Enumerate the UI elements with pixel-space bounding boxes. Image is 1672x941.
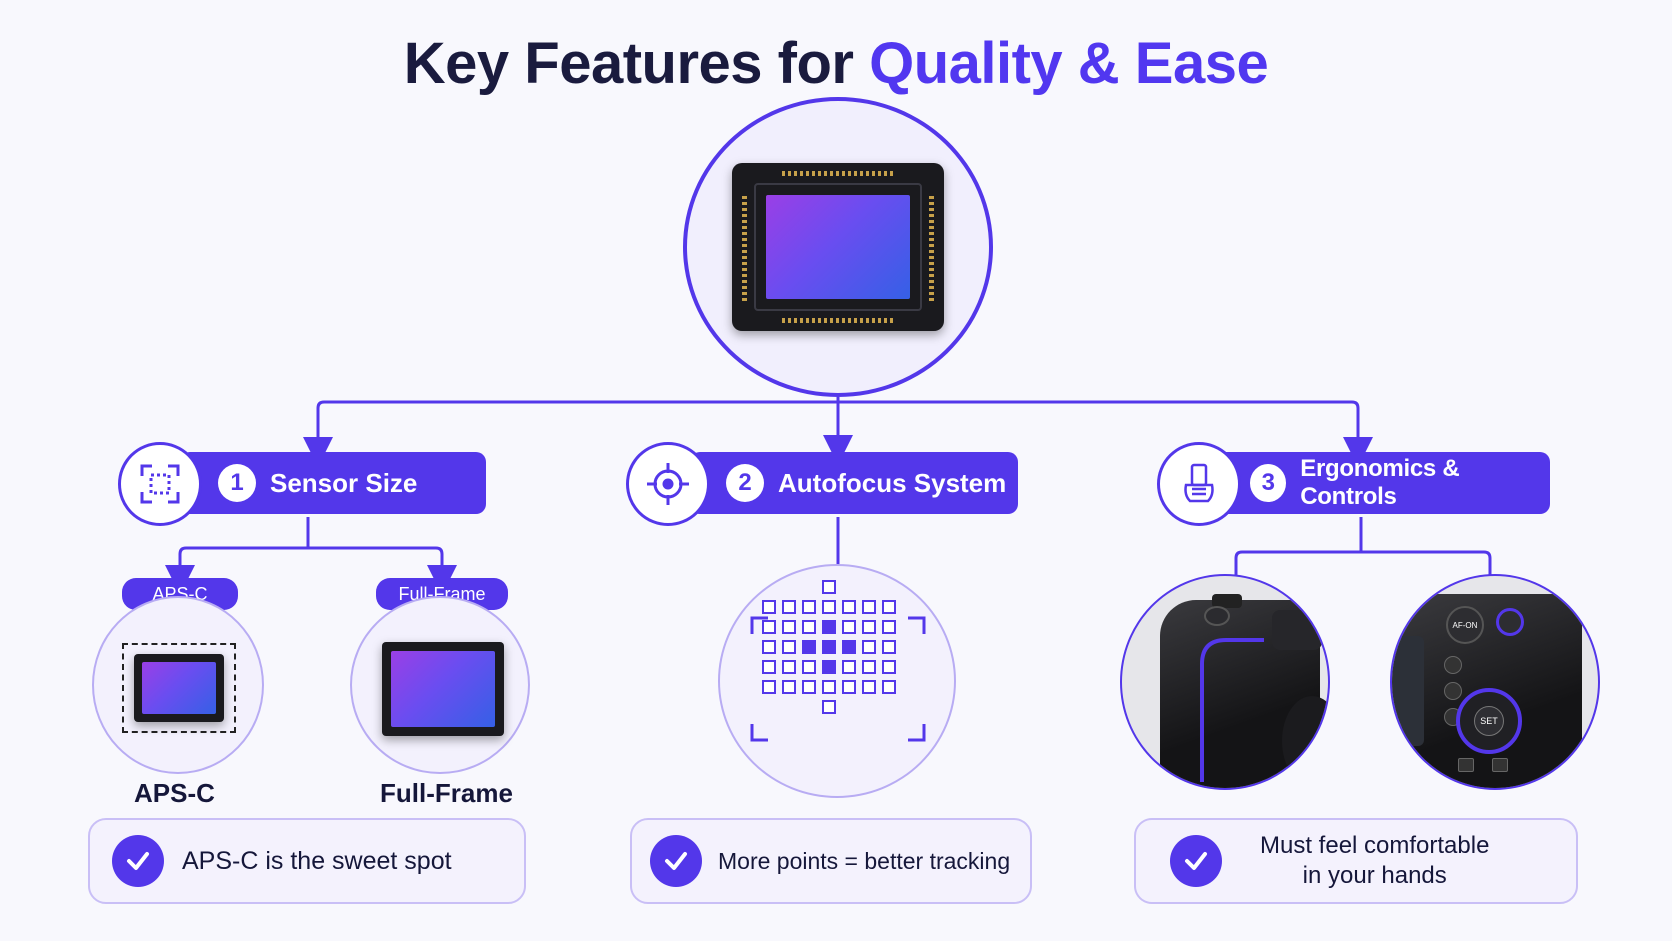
- note-text: APS-C is the sweet spot: [182, 846, 452, 875]
- full-frame-sensor-icon: [382, 642, 504, 736]
- autofocus-points-circle: [718, 564, 956, 798]
- af-point: [802, 640, 816, 654]
- feature-label: Autofocus System: [778, 467, 1007, 498]
- af-point: [782, 620, 796, 634]
- feature-pill-ergonomics: 3 Ergonomics & Controls: [1212, 452, 1550, 514]
- control-dial[interactable]: SET: [1456, 688, 1522, 754]
- af-point: [862, 600, 876, 614]
- note-text-line1: Must feel comfortable: [1260, 832, 1490, 859]
- title-highlight: Quality & Ease: [869, 31, 1269, 96]
- image-sensor-icon: [732, 163, 944, 331]
- af-on-button[interactable]: AF-ON: [1446, 606, 1484, 644]
- af-frame-brackets: [750, 616, 926, 742]
- af-point: [882, 660, 896, 674]
- feature-label: Ergonomics & Controls: [1300, 455, 1460, 510]
- af-point: [822, 680, 836, 694]
- af-point: [762, 620, 776, 634]
- af-point: [782, 660, 796, 674]
- check-icon: [112, 835, 164, 887]
- af-point: [842, 660, 856, 674]
- full-frame-circle: [350, 596, 530, 774]
- af-point: [782, 680, 796, 694]
- af-point: [882, 640, 896, 654]
- af-point: [882, 680, 896, 694]
- feature-pill-sensor-size: 1 Sensor Size: [180, 452, 486, 514]
- af-point: [842, 620, 856, 634]
- af-point: [822, 660, 836, 674]
- af-point: [822, 640, 836, 654]
- af-point: [762, 600, 776, 614]
- crosshair-icon: [626, 442, 710, 526]
- frame-corners-icon: [118, 442, 202, 526]
- feature-pill-autofocus: 2 Autofocus System: [690, 452, 1018, 514]
- note-sensor-size: APS-C is the sweet spot: [88, 818, 526, 904]
- feature-number: 2: [726, 464, 764, 502]
- af-point: [802, 620, 816, 634]
- note-text: More points = better tracking: [718, 847, 1011, 874]
- af-point: [782, 600, 796, 614]
- af-point: [842, 680, 856, 694]
- af-on-label: AF-ON: [1452, 620, 1478, 630]
- af-point: [882, 600, 896, 614]
- af-point: [762, 660, 776, 674]
- check-icon: [1170, 835, 1222, 887]
- af-point: [822, 580, 836, 594]
- caption-full-frame: Full-Frame: [380, 778, 513, 808]
- feature-label: Sensor Size: [270, 467, 418, 498]
- af-point: [782, 640, 796, 654]
- camera-grip-circle: [1120, 574, 1330, 790]
- note-autofocus: More points = better tracking: [630, 818, 1032, 904]
- apsc-sensor-icon: [134, 654, 224, 722]
- hero-sensor-circle: [683, 97, 993, 397]
- af-point: [822, 700, 836, 714]
- af-point: [862, 640, 876, 654]
- af-point: [802, 660, 816, 674]
- apsc-circle: [92, 596, 264, 774]
- hand-grip-icon: [1157, 442, 1241, 526]
- af-point: [882, 620, 896, 634]
- af-point: [762, 680, 776, 694]
- note-text-line2: in your hands: [1302, 862, 1447, 889]
- feature-number: 1: [218, 464, 256, 502]
- af-point: [862, 660, 876, 674]
- af-point: [822, 620, 836, 634]
- caption-apsc: APS-C: [134, 778, 215, 808]
- af-point: [862, 620, 876, 634]
- feature-number: 3: [1250, 464, 1287, 502]
- af-point: [822, 600, 836, 614]
- af-point: [802, 600, 816, 614]
- af-point: [842, 600, 856, 614]
- page-title: Key Features for Quality & Ease: [0, 30, 1672, 97]
- set-button[interactable]: SET: [1474, 706, 1504, 736]
- title-text: Key Features for: [403, 31, 870, 96]
- af-point: [862, 680, 876, 694]
- check-icon: [650, 835, 702, 887]
- set-label: SET: [1480, 716, 1498, 726]
- af-point: [802, 680, 816, 694]
- af-point: [762, 640, 776, 654]
- af-point: [842, 640, 856, 654]
- record-button[interactable]: [1496, 608, 1524, 636]
- note-ergonomics: Must feel comfortable in your hands: [1134, 818, 1578, 904]
- camera-controls-circle: AF-ON SET: [1390, 574, 1600, 790]
